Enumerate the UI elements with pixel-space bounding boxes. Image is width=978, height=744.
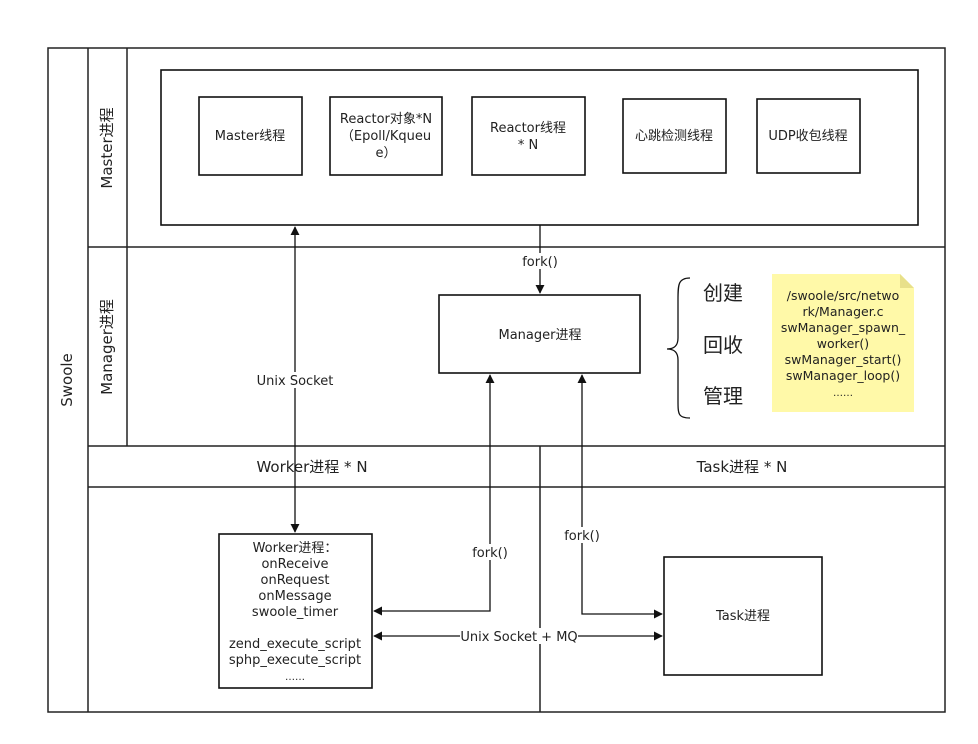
brace-item-manage: 管理: [703, 384, 743, 408]
brace-icon: [666, 277, 691, 419]
reactor-object-line-1: Reactor对象*N: [340, 112, 432, 127]
worker-box-line-3: onRequest: [261, 573, 330, 588]
note-line-3: swManager_spawn_: [781, 320, 906, 335]
worker-box-line-9: ……: [285, 672, 305, 683]
fork-edge-manager-task: [577, 374, 663, 619]
fork-label-master-manager: fork(): [522, 255, 558, 270]
fork-label-manager-worker: fork(): [472, 546, 508, 561]
master-thread-box: Master线程: [198, 96, 303, 176]
manager-section-label: Manager进程: [98, 299, 116, 395]
ipc-label: Unix Socket + MQ: [460, 630, 577, 645]
fork-label-bg: [518, 253, 562, 269]
unix-socket-label: Unix Socket: [257, 374, 334, 389]
reactor-thread-line-2: * N: [518, 138, 538, 153]
reactor-thread-line-1: Reactor线程: [490, 121, 566, 136]
note-line-4: worker(): [817, 336, 869, 351]
task-section-header: Task进程 * N: [696, 458, 788, 476]
worker-process-box: Worker进程： onReceive onRequest onMessage …: [218, 533, 373, 689]
note-line-1: /swoole/src/netwo: [787, 288, 899, 303]
unix-socket-label-bg: [253, 372, 337, 388]
fork-label-task-bg: [562, 527, 602, 543]
worker-box-line-4: onMessage: [258, 589, 331, 604]
manager-process-box: Manager进程: [438, 294, 641, 374]
worker-section-header: Worker进程 * N: [256, 458, 367, 476]
reactor-object-line-2: （Epoll/Kqueu: [341, 129, 431, 144]
fork-label-worker-bg: [470, 544, 510, 560]
swoole-outer-frame: [47, 47, 946, 713]
note-line-6: swManager_loop(): [786, 368, 900, 383]
note-line-7: ……: [833, 388, 853, 399]
note-line-5: swManager_start(): [785, 352, 902, 367]
manager-process-label: Manager进程: [499, 328, 582, 343]
reactor-object-line-3: e）: [376, 146, 397, 161]
udp-thread-label: UDP收包线程: [768, 129, 847, 144]
note-line-2: rk/Manager.c: [802, 304, 883, 319]
fork-edge-manager-worker: [373, 374, 495, 616]
udp-thread-box: UDP收包线程: [756, 98, 861, 174]
reactor-thread-box: Reactor线程 * N: [471, 96, 586, 176]
worker-box-line-1: Worker进程：: [253, 541, 338, 556]
task-process-label: Task进程: [715, 609, 770, 624]
master-thread-label: Master线程: [215, 129, 285, 144]
ipc-label-bg: [460, 628, 578, 644]
source-note: /swoole/src/netwo rk/Manager.c swManager…: [772, 274, 914, 412]
brace-item-create: 创建: [703, 281, 743, 305]
master-section-label: Master进程: [98, 107, 116, 188]
worker-box-line-8: sphp_execute_script: [229, 653, 361, 668]
heartbeat-thread-label: 心跳检测线程: [635, 129, 713, 144]
swoole-label: Swoole: [58, 353, 76, 407]
reactor-object-box: Reactor对象*N （Epoll/Kqueu e）: [329, 96, 443, 176]
worker-box-line-7: zend_execute_script: [229, 637, 361, 652]
brace-item-reclaim: 回收: [703, 333, 743, 357]
worker-box-line-5: swoole_timer: [252, 605, 339, 620]
task-process-box: Task进程: [663, 556, 823, 676]
worker-box-line-2: onReceive: [261, 557, 328, 572]
fork-label-manager-task: fork(): [564, 529, 600, 544]
heartbeat-thread-box: 心跳检测线程: [622, 98, 727, 174]
